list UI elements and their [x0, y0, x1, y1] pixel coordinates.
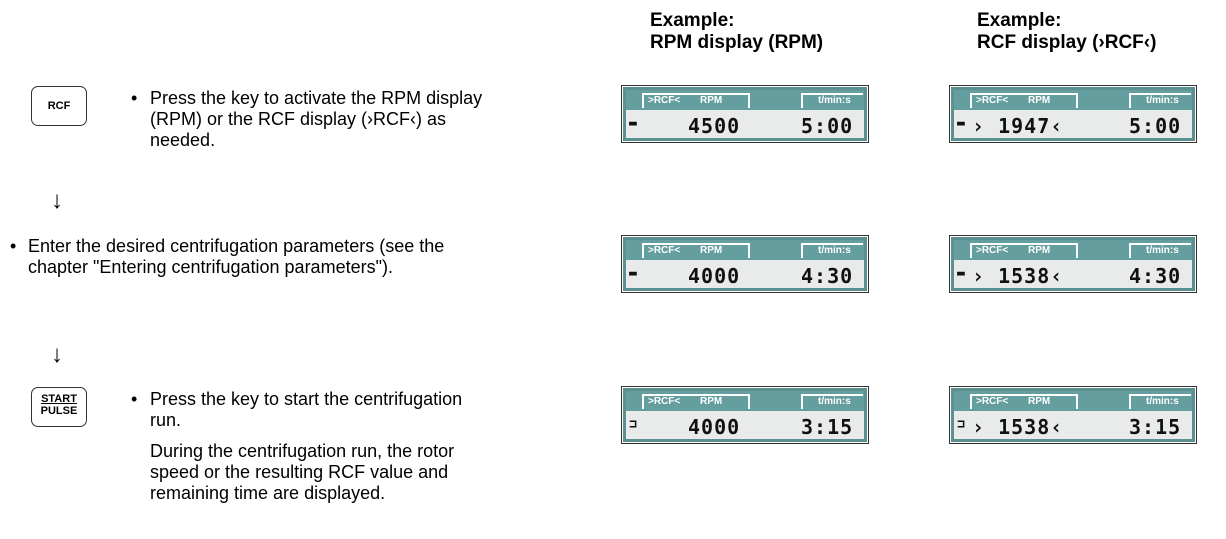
time-label: t/min:s: [818, 396, 851, 407]
down-arrow-icon: ↓: [51, 187, 63, 214]
status-indicator-icon: ▬: [957, 266, 965, 281]
step1-text: Press the key to activate the RPM displa…: [150, 88, 482, 151]
step3-note: During the centrifugation run, the rotor…: [150, 441, 454, 504]
lcd-display-rcf-2: >RCF< RPM t/min:s ▬ › 1538‹ 4:30: [949, 235, 1197, 293]
rpm-header-line2: RPM display (RPM): [650, 32, 824, 53]
speed-value: 4000: [688, 415, 741, 439]
time-value: 3:15: [1129, 415, 1182, 439]
rcf-value: › 1538‹: [972, 415, 1064, 439]
status-indicator-icon: ⊐: [629, 417, 637, 432]
rcf-value: › 1538‹: [972, 264, 1064, 288]
rcf-label: >RCF<: [648, 95, 681, 106]
rcf-label: >RCF<: [976, 95, 1009, 106]
bullet: •: [10, 236, 17, 256]
rcf-label: >RCF<: [976, 245, 1009, 256]
rpm-header-line1: Example:: [650, 10, 735, 31]
step3-text: Press the key to start the centrifugatio…: [150, 389, 462, 431]
rcf-example-header: Example: RCF display (›RCF‹): [977, 10, 1156, 54]
speed-value: 4500: [688, 114, 741, 138]
rcf-label: >RCF<: [976, 396, 1009, 407]
text-line: chapter "Entering centrifugation paramet…: [28, 257, 393, 277]
lcd-display-rpm-3: >RCF< RPM t/min:s ⊐ 4000 3:15: [621, 386, 869, 444]
time-label: t/min:s: [818, 95, 851, 106]
bullet: •: [131, 389, 138, 409]
rcf-key-label: RCF: [47, 100, 71, 112]
rpm-label: RPM: [1028, 245, 1051, 256]
text-line: (RPM) or the RCF display (›RCF‹) as: [150, 109, 447, 129]
time-value: 4:30: [1129, 264, 1182, 288]
time-label: t/min:s: [818, 245, 851, 256]
down-arrow-icon: ↓: [51, 341, 63, 368]
time-label: t/min:s: [1146, 245, 1179, 256]
rcf-value: › 1947‹: [972, 114, 1064, 138]
text-line: speed or the resulting RCF value and: [150, 462, 449, 482]
rcf-key-button[interactable]: RCF: [31, 86, 87, 126]
time-label: t/min:s: [1146, 95, 1179, 106]
time-label: t/min:s: [1146, 396, 1179, 407]
status-indicator-icon: ▬: [629, 266, 637, 281]
rpm-label: RPM: [700, 245, 723, 256]
start-key-label: START: [41, 393, 77, 405]
text-line: Press the key to activate the RPM displa…: [150, 88, 483, 108]
pulse-key-label: PULSE: [40, 405, 78, 417]
rcf-label: >RCF<: [648, 396, 681, 407]
text-line: run.: [150, 410, 182, 430]
step2-text: Enter the desired centrifugation paramet…: [28, 236, 444, 278]
rpm-example-header: Example: RPM display (RPM): [650, 10, 823, 54]
lcd-display-rcf-1: >RCF< RPM t/min:s ▬ › 1947‹ 5:00: [949, 85, 1197, 143]
text-line: needed.: [150, 130, 216, 150]
time-value: 3:15: [801, 415, 854, 439]
time-value: 4:30: [801, 264, 854, 288]
text-line: Press the key to start the centrifugatio…: [150, 389, 463, 409]
status-indicator-icon: ▬: [629, 116, 637, 131]
text-line: remaining time are displayed.: [150, 483, 386, 503]
time-value: 5:00: [801, 114, 854, 138]
bullet: •: [131, 88, 138, 108]
lcd-display-rcf-3: >RCF< RPM t/min:s ⊐ › 1538‹ 3:15: [949, 386, 1197, 444]
rpm-label: RPM: [700, 396, 723, 407]
lcd-display-rpm-2: >RCF< RPM t/min:s ▬ 4000 4:30: [621, 235, 869, 293]
lcd-display-rpm-1: >RCF< RPM t/min:s ▬ 4500 5:00: [621, 85, 869, 143]
rcf-header-line2: RCF display (›RCF‹): [977, 32, 1157, 53]
text-line: During the centrifugation run, the rotor: [150, 441, 455, 461]
text-line: Enter the desired centrifugation paramet…: [28, 236, 445, 256]
rpm-label: RPM: [700, 95, 723, 106]
speed-value: 4000: [688, 264, 741, 288]
status-indicator-icon: ⊐: [957, 417, 965, 432]
rpm-label: RPM: [1028, 95, 1051, 106]
status-indicator-icon: ▬: [957, 116, 965, 131]
rcf-header-line1: Example:: [977, 10, 1062, 31]
rcf-label: >RCF<: [648, 245, 681, 256]
time-value: 5:00: [1129, 114, 1182, 138]
start-pulse-key-button[interactable]: START PULSE: [31, 387, 87, 427]
rpm-label: RPM: [1028, 396, 1051, 407]
